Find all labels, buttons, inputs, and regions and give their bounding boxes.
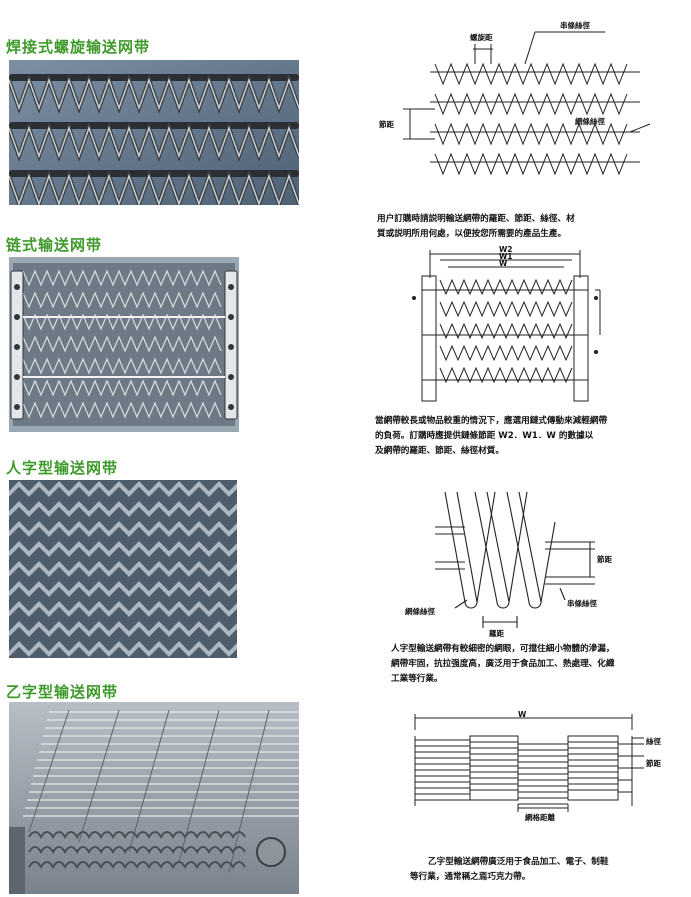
label-pitch: 節距 <box>646 758 661 768</box>
label-chain-wire: 串條絲徑 <box>567 598 597 608</box>
label-pitch: 節距 <box>597 554 612 564</box>
label-spiral-pitch: 羅距 <box>489 628 504 638</box>
photo-z-type-belt <box>9 702 299 894</box>
label-w: W <box>518 710 527 719</box>
label-w1: W1 <box>499 252 513 261</box>
label-chain-wire: 串條絲徑 <box>560 20 590 30</box>
caption-line: 質或説明所用何處，以便按您所需要的產品生產。 <box>377 229 567 239</box>
section-title-welded-spiral: 焊接式螺旋输送网带 <box>6 38 151 56</box>
caption-line: 等行業，通常稱之焉巧克力帶。 <box>410 872 531 882</box>
label-w: W <box>499 259 508 268</box>
section-title-herringbone: 人字型输送网带 <box>6 459 119 477</box>
caption-line: 工業等行業。 <box>391 674 443 684</box>
diagram-welded-spiral: 螺旋距 串條絲徑 節距 網條絲徑 <box>375 14 675 209</box>
label-pitch: 節距 <box>379 119 394 129</box>
diagram-chain: W2 W1 W <box>400 240 610 405</box>
section-title-chain: 链式输送网带 <box>6 236 103 254</box>
caption-chain: 當網帶較長或物品較重的情況下，應選用鏈式傳動來減輕網帶 的負荷。訂購時應提供鏈條… <box>375 414 680 459</box>
diagram-z-type: W 絲徑 節距 網格距離 <box>400 708 680 823</box>
label-spiral-pitch: 螺旋距 <box>470 32 493 42</box>
label-wire: 絲徑 <box>646 736 661 746</box>
caption-line: 用户訂購時請説明輸送網帶的羅距、節距、絲徑、材 <box>377 214 575 224</box>
caption-line: 及網帶的羅距、節距、絲徑材質。 <box>375 446 504 456</box>
section-title-z-type: 乙字型输送网带 <box>6 683 119 701</box>
caption-z-type: 乙字型輸送網帶廣泛用于食品加工、電子、制鞋 等行業，通常稱之焉巧克力帶。 <box>410 855 680 885</box>
caption-line: 當網帶較長或物品較重的情況下，應選用鏈式傳動來減輕網帶 <box>375 416 608 426</box>
diagram-herringbone: 節距 串條絲徑 網條絲徑 羅距 <box>405 482 615 642</box>
caption-line: 人字型輸送網帶有較細密的網眼，可擋住細小物體的滲漏， <box>391 644 615 654</box>
label-mesh-distance: 網格距離 <box>525 812 555 822</box>
caption-line: 的負荷。訂購時應提供鏈條節距 W2．W1．W 的數據以 <box>375 431 594 441</box>
photo-chain-belt <box>9 257 239 432</box>
caption-line: 網帶牢固，抗拉强度高，廣泛用于食品加工、熱處理、化織 <box>391 659 615 669</box>
photo-welded-spiral-belt <box>9 60 299 205</box>
caption-line: 乙字型輸送網帶廣泛用于食品加工、電子、制鞋 <box>428 857 609 867</box>
label-mesh-wire: 網條絲徑 <box>405 606 435 616</box>
label-w2: W2 <box>499 245 513 254</box>
label-mesh-wire: 網條絲徑 <box>575 116 605 126</box>
photo-herringbone-belt <box>9 480 237 658</box>
caption-welded-spiral: 用户訂購時請説明輸送網帶的羅距、節距、絲徑、材 質或説明所用何處，以便按您所需要… <box>377 212 677 242</box>
caption-herringbone: 人字型輸送網帶有較細密的網眼，可擋住細小物體的滲漏， 網帶牢固，抗拉强度高，廣泛… <box>391 642 686 687</box>
